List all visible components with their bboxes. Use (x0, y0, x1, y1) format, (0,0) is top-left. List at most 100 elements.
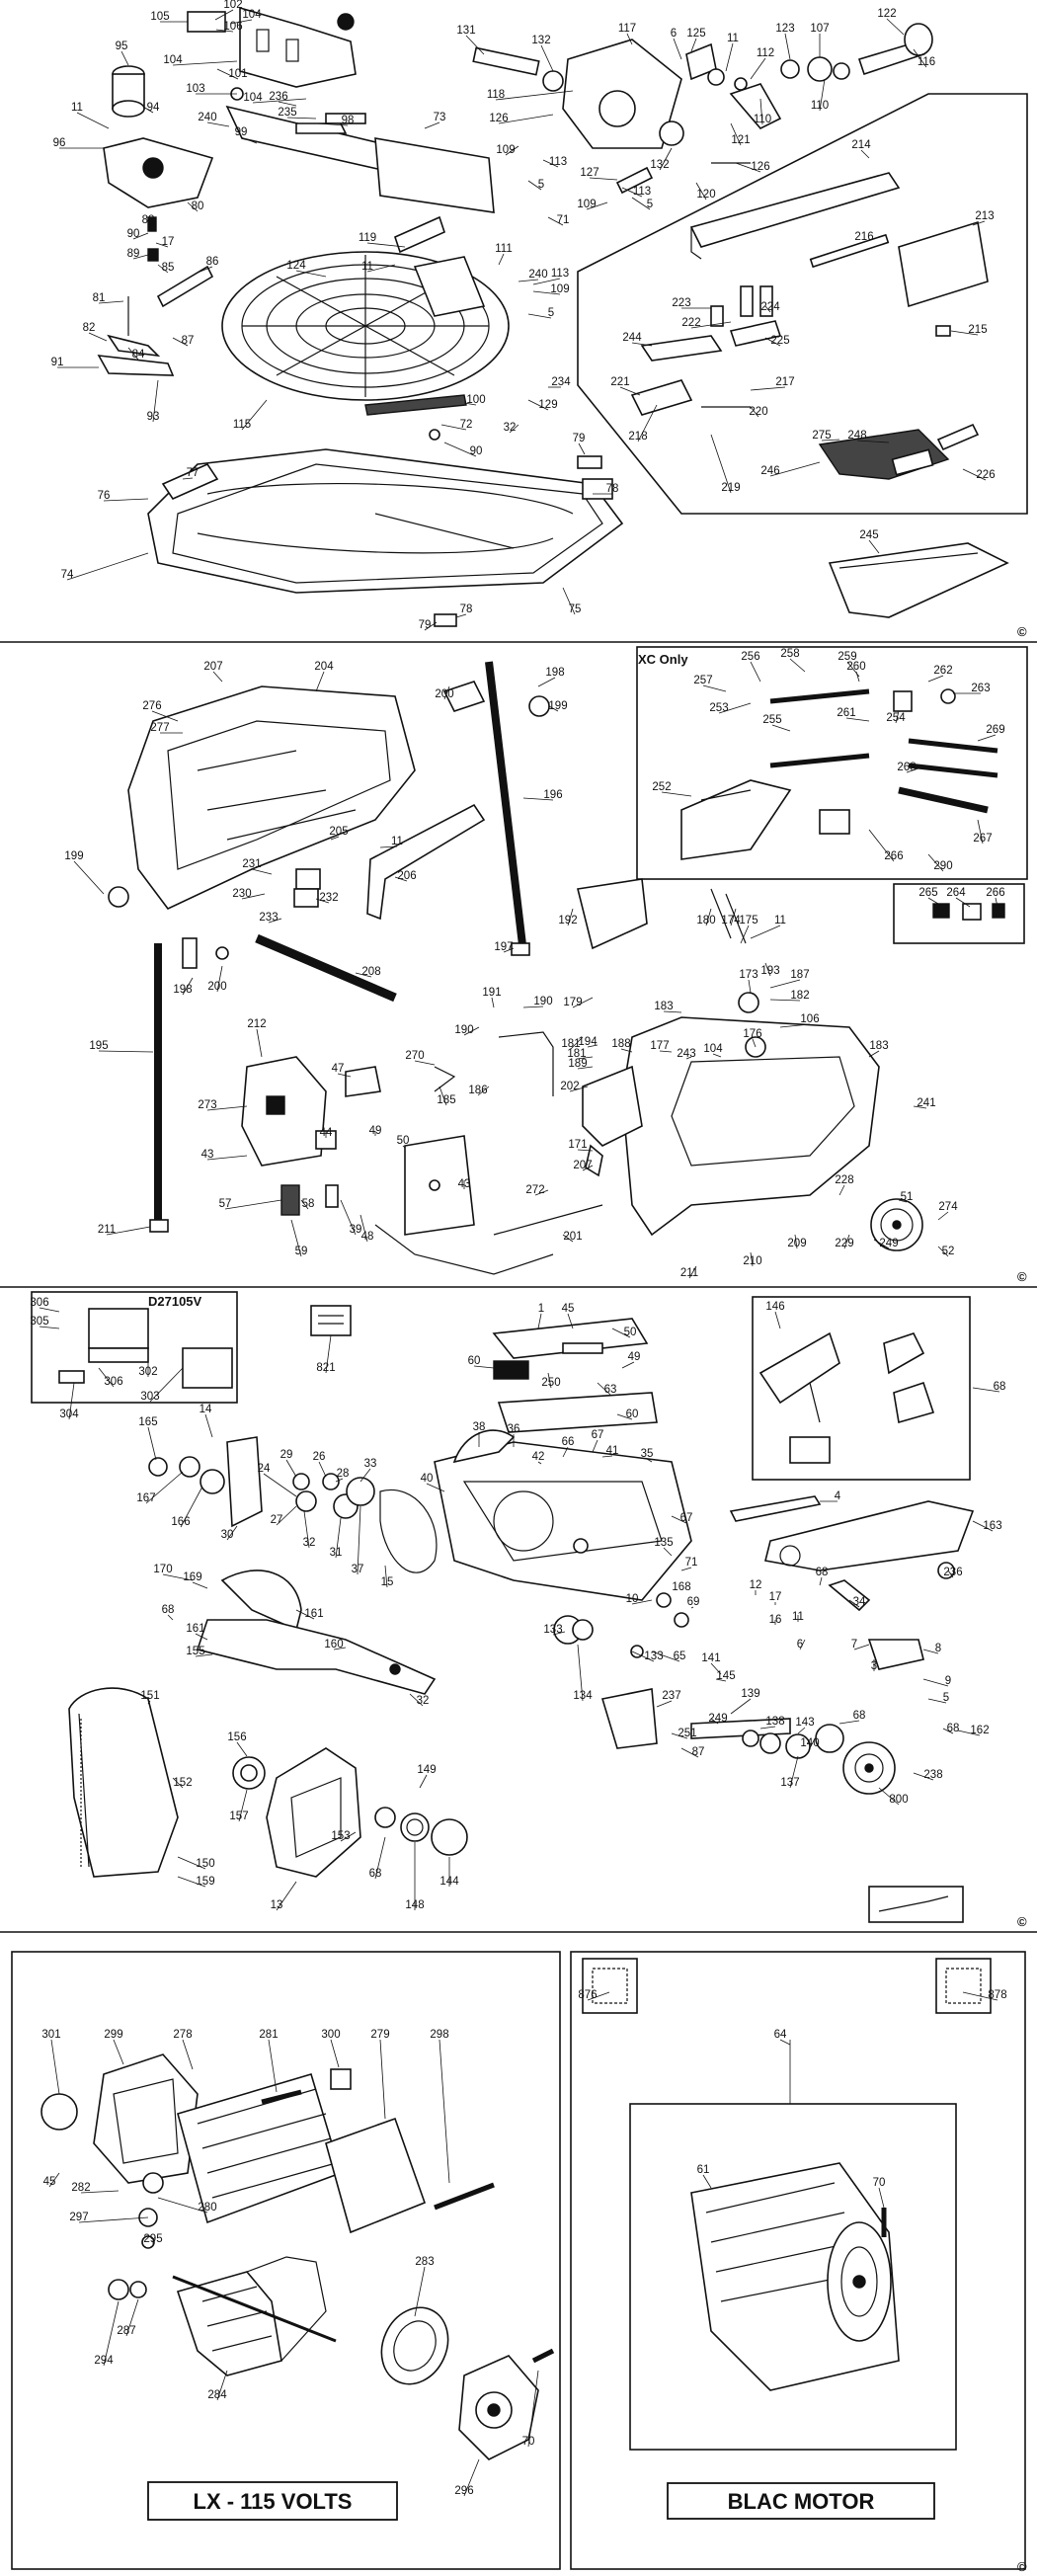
leader-line (873, 1239, 890, 1249)
leader-line (113, 2039, 124, 2065)
leader-line (268, 2039, 278, 2093)
part-number-label: 300 (321, 2029, 340, 2041)
leader-line (771, 724, 791, 732)
leader-line (384, 1565, 388, 1588)
part-number-label: 200 (207, 981, 226, 993)
leader-line (586, 201, 608, 210)
leader-line (278, 101, 297, 107)
part-number-label: 217 (775, 376, 794, 388)
part-number-label: 211 (680, 1267, 698, 1279)
leader-line (878, 2187, 885, 2209)
leader-line (359, 1468, 371, 1483)
part-number-label: 34 (853, 1596, 866, 1608)
leader-line (577, 1066, 594, 1070)
leader-line (589, 177, 618, 181)
leader-line (157, 264, 169, 274)
part-number-label: 104 (242, 9, 262, 21)
part-number-label: 298 (430, 2029, 448, 2041)
leader-line (646, 1458, 653, 1463)
part-number-label: 229 (835, 1238, 853, 1249)
leader-line (631, 197, 651, 210)
part-number-label: 70 (522, 2436, 535, 2448)
leader-line (68, 1382, 75, 1420)
part-number-label: 122 (877, 8, 896, 20)
leader-line (295, 1609, 315, 1620)
part-number-label: 61 (697, 2164, 710, 2176)
part-number-label: 16 (769, 1614, 782, 1626)
leader-line (927, 1698, 947, 1704)
leader-line (972, 1520, 994, 1532)
part-number-label: 235 (278, 107, 296, 119)
leader-line (710, 1718, 719, 1725)
part-number-label: 173 (739, 969, 758, 981)
part-number-label: 99 (235, 126, 248, 138)
copyright-mark-1: © (1017, 624, 1027, 639)
leader-line (527, 313, 552, 319)
part-number-label: 101 (228, 68, 247, 80)
part-number-label: 14 (199, 1404, 212, 1415)
leader-line (335, 1517, 342, 1559)
leader-line (548, 705, 559, 712)
part-number-label: 263 (971, 683, 990, 694)
part-number-label: 121 (731, 134, 750, 146)
leader-line (597, 1382, 611, 1396)
part-number-label: 88 (142, 214, 155, 226)
leader-line (187, 201, 199, 212)
part-number-label: 276 (142, 700, 161, 712)
part-number-label: 267 (973, 833, 992, 845)
part-number-label: 94 (147, 102, 160, 114)
part-number-label: 273 (198, 1099, 216, 1111)
leader-line (764, 305, 771, 313)
part-number-label: 117 (618, 23, 636, 35)
leader-line (147, 222, 157, 226)
leader-line (527, 2370, 539, 2448)
leader-line (318, 1461, 327, 1478)
leader-line (567, 1313, 574, 1329)
part-number-label: 171 (568, 1139, 587, 1151)
part-number-label: 221 (610, 376, 629, 388)
leader-line (147, 1426, 157, 1461)
leader-line (537, 1461, 542, 1465)
part-number-label: 60 (626, 1409, 639, 1420)
part-number-label: 284 (207, 2389, 227, 2401)
part-number-label: 207 (573, 1160, 592, 1171)
part-number-label: 43 (458, 1178, 471, 1190)
leader-line (463, 2458, 480, 2497)
part-number-label: 187 (790, 969, 809, 981)
part-number-label: 296 (454, 2485, 473, 2497)
leader-line (730, 122, 742, 146)
part-number-label: 78 (460, 604, 473, 615)
leader-line (532, 290, 561, 295)
part-number-label: 186 (468, 1085, 487, 1096)
leader-line (690, 38, 697, 52)
leader-line (522, 797, 554, 801)
part-number-label: 195 (89, 1040, 108, 1052)
leader-line (240, 136, 258, 144)
part-number-label: 199 (64, 850, 83, 862)
part-number-label: 165 (138, 1416, 157, 1428)
part-number-label: 193 (760, 965, 779, 977)
part-number-label: 306 (30, 1297, 48, 1309)
part-number-label: 72 (460, 419, 473, 431)
part-number-label: 141 (701, 1652, 720, 1664)
part-number-label: 266 (884, 850, 903, 862)
part-number-label: 48 (361, 1231, 374, 1243)
leader-line (855, 671, 860, 683)
part-number-label: 98 (342, 115, 355, 126)
leader-line (357, 1505, 361, 1575)
leader-line (424, 621, 438, 631)
part-number-label: 152 (173, 1777, 192, 1789)
part-number-label: 222 (681, 317, 700, 329)
leader-line (106, 1226, 151, 1236)
part-number-label: 176 (743, 1028, 761, 1040)
leader-line (214, 9, 234, 21)
part-number-label: 272 (525, 1184, 544, 1196)
leader-line (103, 498, 149, 502)
leader-line (922, 1649, 939, 1654)
part-number-label: 127 (580, 167, 598, 179)
part-number-label: 109 (550, 283, 569, 295)
leader-line (206, 121, 230, 127)
part-number-label: 251 (678, 1728, 696, 1739)
leader-line (132, 232, 149, 240)
part-number-label: 104 (243, 92, 263, 104)
